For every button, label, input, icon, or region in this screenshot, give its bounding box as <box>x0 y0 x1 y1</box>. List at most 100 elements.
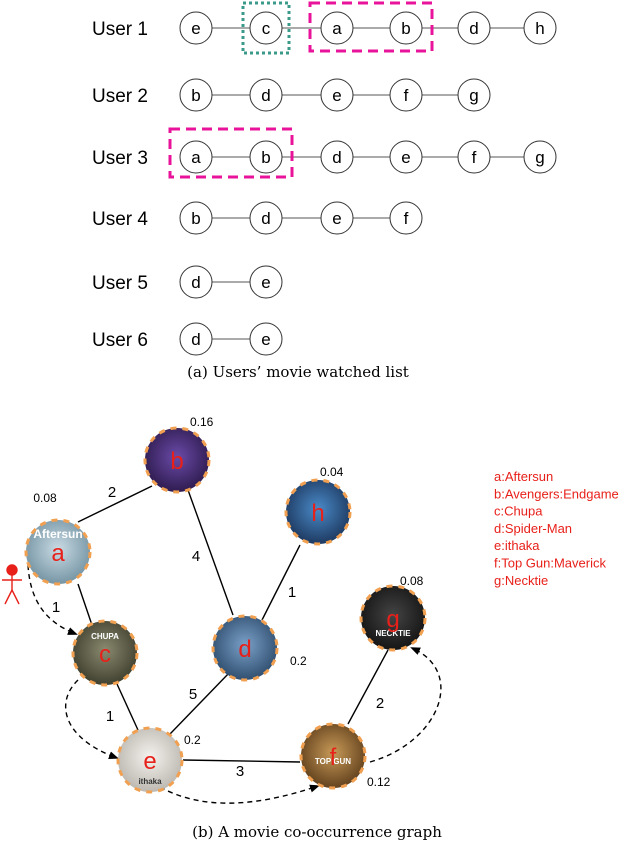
movie-node-e <box>249 322 283 356</box>
dashed-walk-path <box>27 564 442 804</box>
user-person-icon <box>2 564 22 605</box>
node-weight: 0.04 <box>320 465 344 479</box>
poster-title-text: NECKTIE <box>375 629 411 638</box>
poster-thumbnail <box>361 586 425 650</box>
poster-title-text: Aftersun <box>33 527 82 541</box>
edge-label-e-f: 3 <box>236 763 244 780</box>
node-ring <box>211 614 279 682</box>
user-row: User 6 d e <box>92 322 283 356</box>
movie-node-d <box>457 11 491 45</box>
movie-node-label: g <box>535 148 544 167</box>
edge-e-d <box>169 671 231 735</box>
movie-node-b <box>179 78 213 112</box>
movie-node-label: d <box>191 330 200 349</box>
movie-node-label: e <box>261 330 270 349</box>
node-weight: 0.08 <box>33 491 57 505</box>
poster-thumbnail <box>26 520 90 584</box>
user-label: User 3 <box>92 148 148 169</box>
path-label-user-a: 1 <box>52 599 60 616</box>
edge-labels: 2 4 1 1 5 3 2 1 <box>52 484 384 780</box>
edge-h-d <box>261 544 301 621</box>
movie-node-e <box>179 11 213 45</box>
legend-entry: d:Spider-Man <box>494 521 572 536</box>
poster-thumbnail <box>286 480 350 544</box>
movie-node-c <box>249 11 283 45</box>
movie-node-d <box>320 140 354 174</box>
movie-node-label: h <box>535 19 544 38</box>
node-ring <box>24 518 92 586</box>
movie-node-b <box>179 201 213 235</box>
movie-node-h <box>523 11 557 45</box>
highlight-box-ab-user3 <box>168 127 294 179</box>
edge-label-f-g: 2 <box>376 695 384 712</box>
node-letter: a <box>51 540 65 567</box>
caption-a: (a) Users’ movie watched list <box>187 363 409 381</box>
movie-node-e <box>320 201 354 235</box>
node-letter: c <box>99 641 111 668</box>
legend-entry: a:Aftersun <box>494 469 553 484</box>
movie-node-f <box>389 78 423 112</box>
movie-node-label: e <box>332 209 341 228</box>
movie-node-g <box>457 78 491 112</box>
movie-node-label: d <box>332 148 341 167</box>
movie-node-a <box>320 11 354 45</box>
movie-node-label: d <box>261 209 270 228</box>
movie-node-b <box>389 11 423 45</box>
node-letter: d <box>238 636 251 663</box>
movie-node-label: e <box>191 19 200 38</box>
movie-node-d <box>179 265 213 299</box>
movie-node-label: b <box>401 19 410 38</box>
legend-entry: f:Top Gun:Maverick <box>494 556 606 571</box>
poster-thumbnail <box>145 428 209 492</box>
poster-thumbnail <box>213 616 277 680</box>
movie-node-a <box>179 140 213 174</box>
walk-e-to-f <box>159 784 320 804</box>
movie-node-d <box>179 322 213 356</box>
legend-entry: e:ithaka <box>494 538 540 553</box>
movie-node-d <box>249 201 283 235</box>
user-label: User 6 <box>92 330 148 351</box>
legend-entry: g:Necktie <box>494 573 548 588</box>
movie-node-label: d <box>191 273 200 292</box>
movie-node-label: a <box>191 148 201 167</box>
highlight-box-ab-user1 <box>308 1 434 53</box>
node-ring <box>284 478 352 546</box>
movie-node-label: f <box>472 148 477 167</box>
poster-thumbnail <box>301 724 365 788</box>
node-ring <box>359 584 427 652</box>
edge-e-f <box>182 759 301 763</box>
legend-entry: c:Chupa <box>494 504 543 519</box>
poster-thumbnail <box>73 621 137 685</box>
movie-node-b <box>249 140 283 174</box>
movie-node-f <box>389 201 423 235</box>
edge-a-b <box>77 485 153 523</box>
node-ring <box>116 726 184 794</box>
node-letter: h <box>311 500 324 527</box>
movie-node-label: f <box>404 209 409 228</box>
edge-label-h-d: 1 <box>288 584 296 601</box>
node-weight: 0.2 <box>184 733 201 747</box>
movie-node-label: c <box>262 19 271 38</box>
movie-node-label: b <box>261 148 270 167</box>
user-label: User 1 <box>92 19 148 40</box>
movie-node-label: e <box>401 148 410 167</box>
node-ring <box>143 426 211 494</box>
edge-b-d <box>187 489 234 616</box>
movie-node-label: f <box>404 86 409 105</box>
node-weight: 0.08 <box>400 574 424 588</box>
movie-node-label: b <box>191 86 200 105</box>
movie-node-label: g <box>469 86 478 105</box>
graph-node-h: h 0.04 <box>284 465 352 546</box>
poster-title-text: TOP GUN <box>315 757 351 766</box>
graph-edges <box>77 485 389 763</box>
